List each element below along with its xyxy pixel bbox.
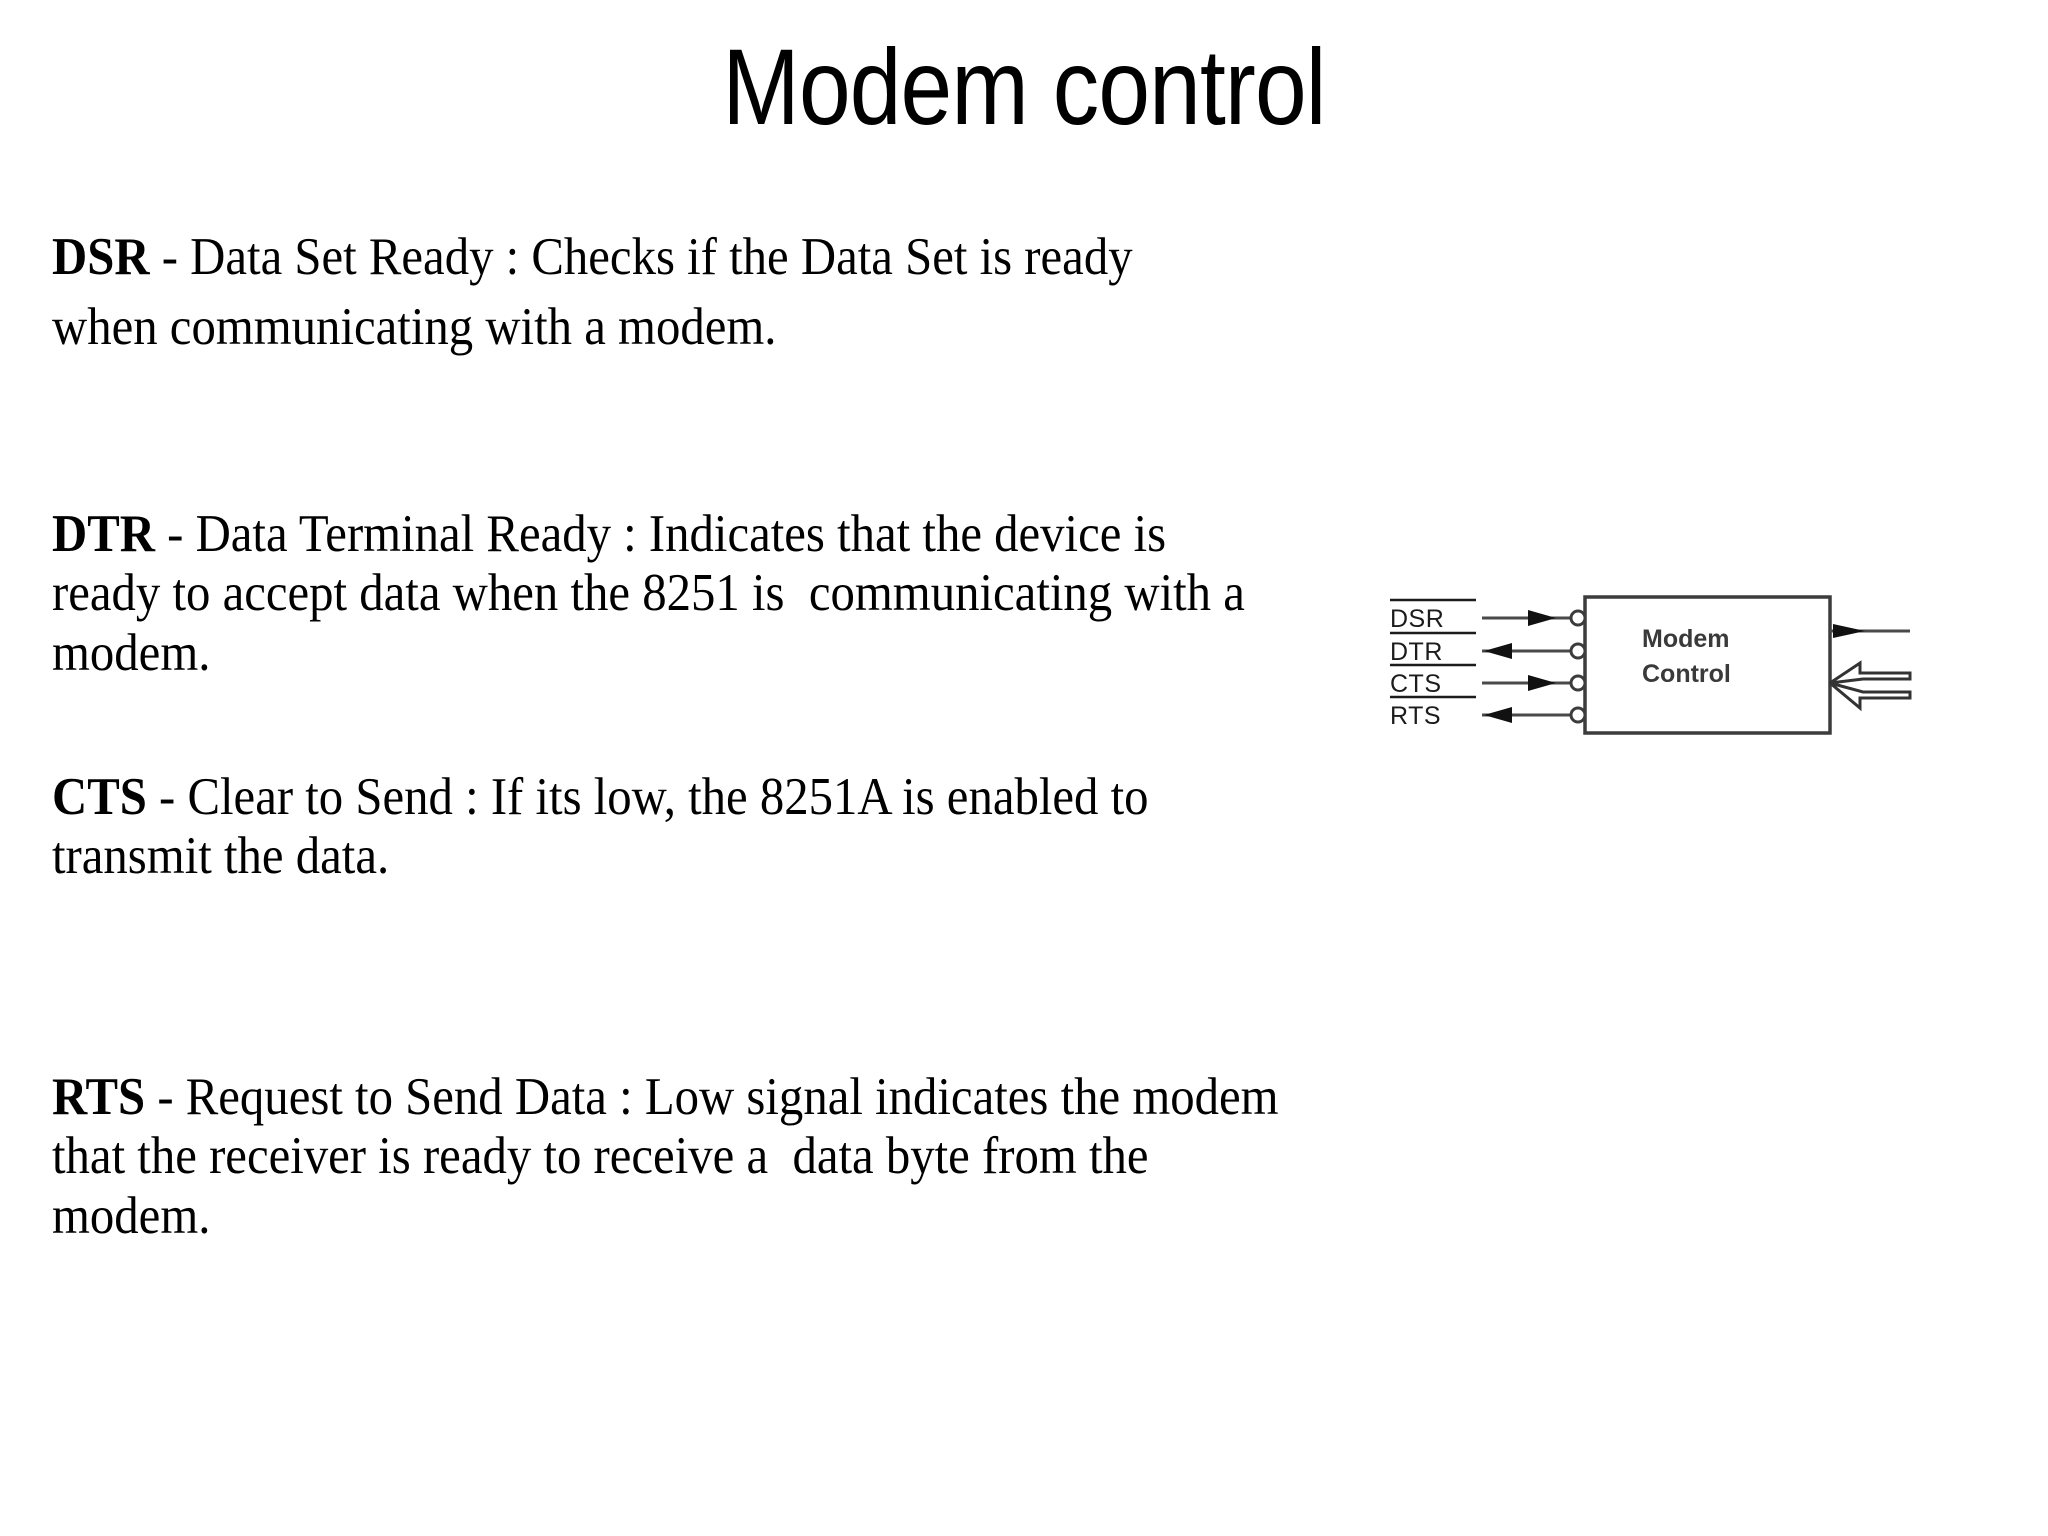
paragraph-rts-text: - Request to Send Data : Low signal indi… [52,1068,1291,1245]
cts-label: CTS [1390,670,1442,698]
block-label-line1: Modem [1642,625,1730,653]
paragraph-cts-text: - Clear to Send : If its low, the 8251A … [52,768,1161,886]
dtr-label: DTR [1390,638,1443,666]
paragraph-dsr-text: - Data Set Ready : Checks if the Data Se… [52,228,1145,357]
right-bus-arrow-lower [1829,681,1912,712]
abbr-dtr: DTR [52,505,155,563]
paragraph-dtr-text: - Data Terminal Ready : Indicates that t… [52,505,1258,682]
paragraph-dsr: DSR - Data Set Ready : Checks if the Dat… [52,222,1211,363]
right-out-arrow [1833,624,1865,638]
right-bus-arrow-upper [1829,660,1912,685]
paragraph-rts: RTS - Request to Send Data : Low signal … [52,1068,1289,1246]
dtr-bubble [1569,642,1587,660]
cts-arrow-in [1528,675,1556,691]
abbr-cts: CTS [52,768,147,826]
paragraph-dtr: DTR - Data Terminal Ready : Indicates th… [52,505,1276,683]
dsr-bubble [1569,609,1587,627]
page-title: Modem control [722,26,1326,147]
paragraph-cts: CTS - Clear to Send : If its low, the 82… [52,768,1276,887]
cts-bubble [1569,674,1587,692]
abbr-rts: RTS [52,1068,146,1126]
dtr-arrow-out [1484,643,1512,659]
abbr-dsr: DSR [52,228,150,286]
block-label-line2: Control [1642,660,1731,688]
rts-arrow-out [1484,707,1512,723]
dsr-arrow-in [1528,610,1556,626]
modem-control-block [1583,595,1832,735]
modem-control-diagram: Modem Control DSR DTR CTS RTS [1378,575,1918,760]
rts-label: RTS [1390,702,1441,730]
rts-bubble [1569,706,1587,724]
dsr-label: DSR [1390,605,1444,633]
